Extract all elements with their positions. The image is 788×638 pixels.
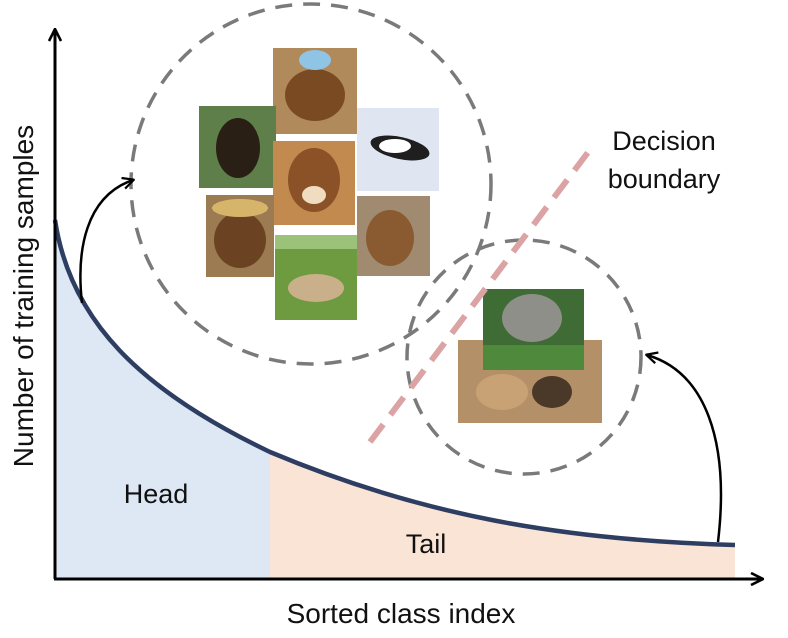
x-axis-title: Sorted class index: [287, 598, 516, 629]
dog-with-straw-hat-photo: [206, 195, 274, 277]
head-image-collage: [199, 48, 439, 320]
elephant-in-foliage-photo: [483, 289, 584, 370]
jumping-dog-in-snow-photo: [357, 108, 439, 191]
decision-boundary-label-line1: Decision: [612, 126, 716, 156]
puppy-on-grass-photo: [275, 235, 357, 320]
long-tail-curve: [52, 219, 736, 548]
tail-label: Tail: [406, 529, 447, 559]
tail-samples-circle: [405, 238, 643, 476]
tail-image-collage: [458, 289, 602, 423]
head-label: Head: [124, 479, 189, 509]
decision-boundary-line: [367, 145, 595, 444]
tail-curl-arrow: [647, 355, 723, 543]
dog-with-blue-hat-photo: [273, 48, 357, 134]
black-dog-on-grass-photo: [199, 106, 276, 188]
head-region: [55, 220, 270, 578]
tail-region: [270, 452, 735, 578]
shepherd-dog-photo: [357, 196, 430, 276]
decision-boundary-label-line2: boundary: [608, 164, 721, 194]
golden-retriever-photo: [273, 141, 355, 225]
head-curl-arrow: [79, 180, 133, 304]
y-axis-title: Number of training samples: [8, 125, 39, 467]
